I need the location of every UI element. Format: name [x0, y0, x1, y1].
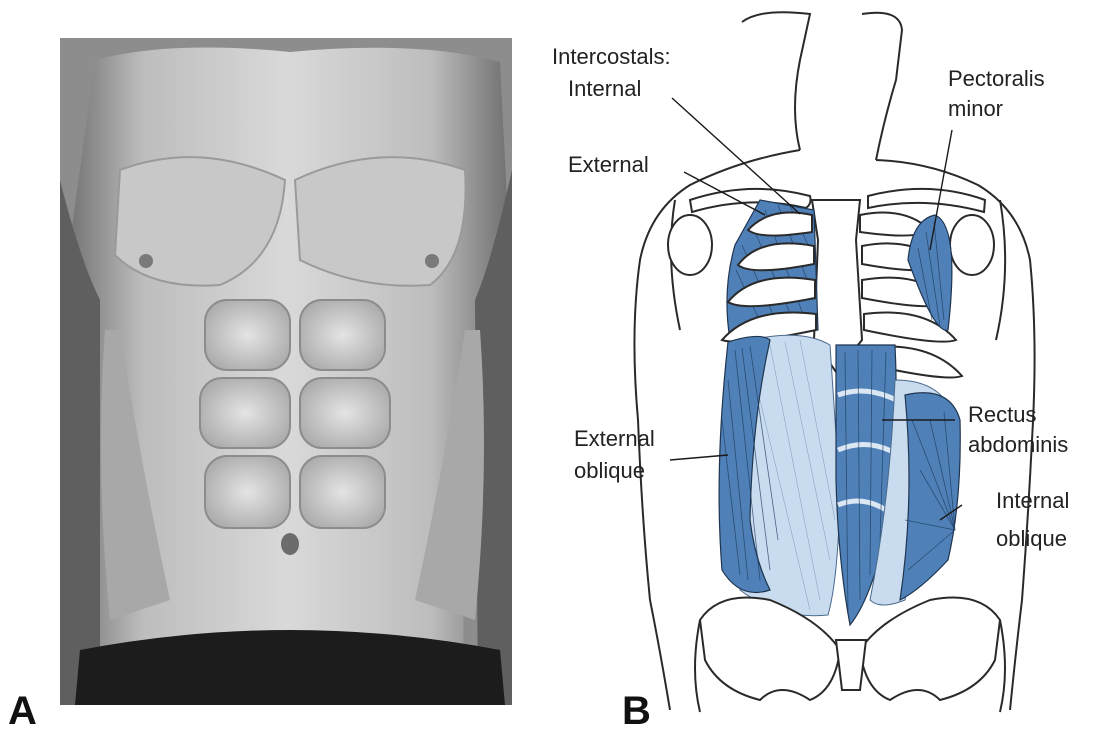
- label-rectus-abdominis-1: Rectus: [968, 402, 1036, 427]
- label-rectus-abdominis-2: abdominis: [968, 432, 1068, 457]
- label-pectoralis-minor-1: Pectoralis: [948, 66, 1045, 91]
- label-intercostals-heading: Intercostals:: [552, 44, 671, 69]
- label-pectoralis-minor-2: minor: [948, 96, 1003, 121]
- panel-a-photo: [60, 38, 512, 705]
- panel-b-letter: B: [622, 689, 651, 729]
- label-external-oblique-1: External: [574, 426, 655, 451]
- label-external-intercostals: External: [568, 152, 649, 177]
- label-external-oblique-2: oblique: [574, 458, 645, 483]
- panel-a-letter: A: [8, 689, 37, 729]
- label-internal-oblique-1: Internal: [996, 488, 1069, 513]
- label-internal-intercostals: Internal: [568, 76, 641, 101]
- label-internal-oblique-2: oblique: [996, 526, 1067, 551]
- pectoralis-minor: [908, 215, 952, 330]
